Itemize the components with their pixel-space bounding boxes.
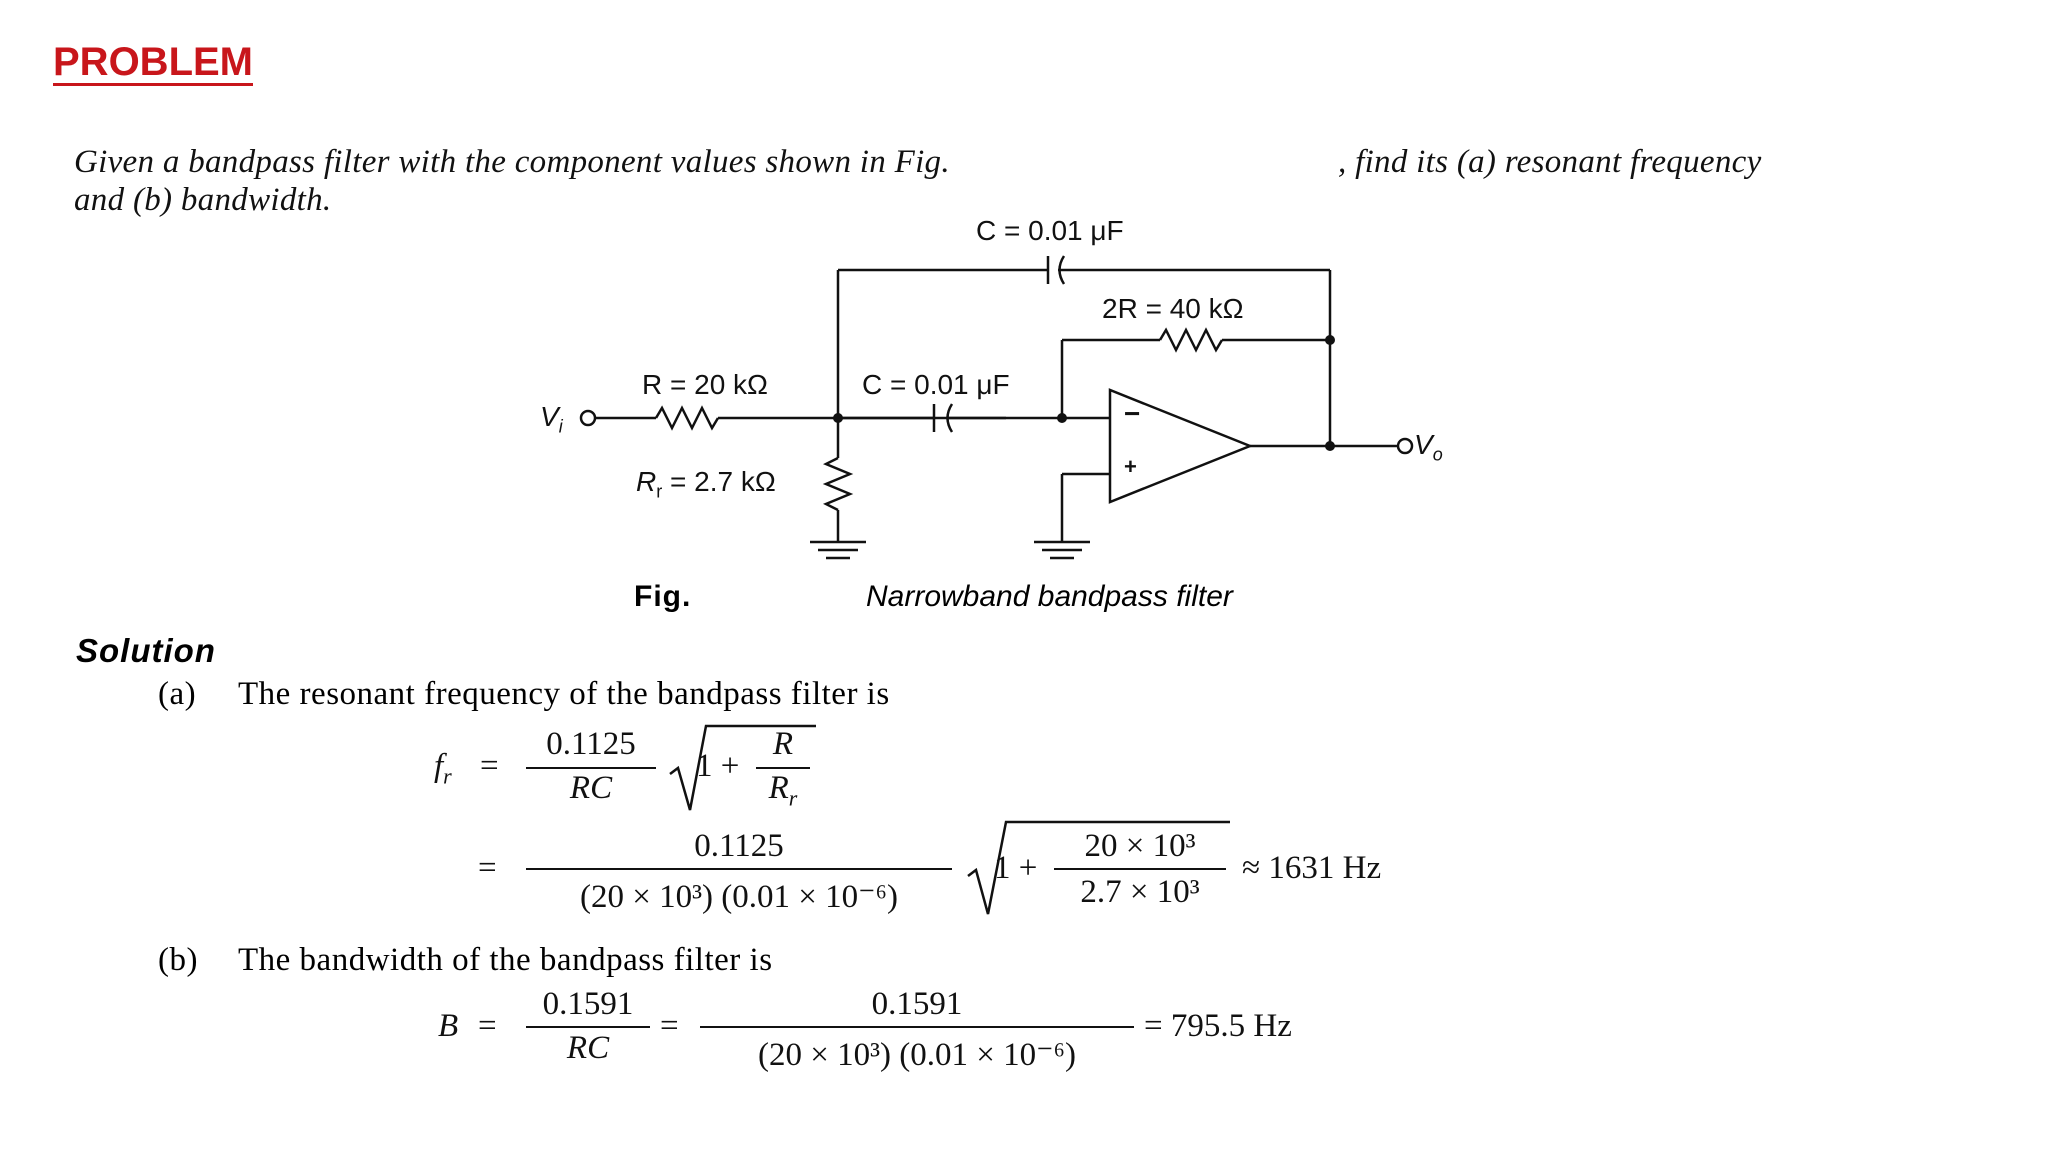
junction-dot [833, 413, 843, 423]
eq-a2-one-plus: 1 + [994, 850, 1038, 886]
eq-b-den1: RC [566, 1030, 610, 1066]
eq-a-denominator: RC [569, 770, 613, 806]
eq-a-result: ≈ 1631 Hz [1242, 850, 1382, 886]
eq-a-fraction-bar [526, 767, 656, 769]
eq-b-bar1 [526, 1026, 650, 1028]
resistor-rr [822, 456, 854, 512]
solution-heading: Solution [76, 632, 216, 669]
eq-b-num2: 0.1591 [871, 986, 963, 1022]
part-b-text: The bandwidth of the bandpass filter is [238, 942, 773, 978]
eq-a2-sqrt-bar [1054, 868, 1226, 870]
slide-title: PROBLEM [53, 40, 253, 84]
junction-dot [1325, 441, 1335, 451]
eq-a2-denominator: (20 × 10³) (0.01 × 10⁻⁶) [580, 879, 898, 915]
eq-b-lhs: B [438, 1008, 459, 1044]
part-b-marker: (b) [158, 942, 198, 978]
eq-a2-numerator: 0.1125 [694, 828, 784, 864]
eq-b-den2: (20 × 10³) (0.01 × 10⁻⁶) [758, 1037, 1076, 1073]
c-top-label: C = 0.01 μF [976, 215, 1124, 246]
opamp-minus-label: − [1124, 398, 1141, 429]
eq-a-lhs: fr [434, 748, 452, 789]
eq-a2-sqrt-num: 20 × 10³ [1084, 828, 1196, 864]
part-a-marker: (a) [158, 676, 197, 712]
rr-label: Rr = 2.7 kΩ [636, 466, 776, 502]
resistor-r [654, 405, 720, 431]
part-a-text: The resonant frequency of the bandpass f… [238, 676, 890, 712]
eq-a-numerator: 0.1125 [546, 726, 636, 762]
eq-a2-sqrt-den: 2.7 × 10³ [1080, 874, 1200, 910]
sqrt-sign [967, 820, 1230, 915]
eq-b-equals2: = [660, 1008, 679, 1044]
problem-statement-line2: and (b) bandwidth. [74, 182, 332, 218]
eq-a2-equals: = [478, 850, 497, 886]
eq-b-bar2 [700, 1026, 1134, 1028]
r2-label: 2R = 40 kΩ [1102, 293, 1244, 324]
opamp-plus-label: + [1124, 454, 1137, 479]
junction-dot [1325, 335, 1335, 345]
figure-label: Fig. [634, 580, 692, 613]
eq-b-equals: = [478, 1008, 497, 1044]
eq-b-result: = 795.5 Hz [1144, 1008, 1292, 1044]
c-mid-label: C = 0.01 μF [862, 369, 1010, 400]
figure-caption: Narrowband bandpass filter [866, 580, 1233, 613]
eq-a-one-plus: 1 + [696, 748, 740, 784]
op-amp [1108, 388, 1254, 504]
vi-label: Vi [540, 401, 563, 437]
vo-label: Vo [1414, 429, 1443, 465]
eq-b-num1: 0.1591 [542, 986, 634, 1022]
sqrt-sign [669, 724, 816, 811]
r-label: R = 20 kΩ [642, 369, 768, 400]
eq-a-sqrt-bar [756, 767, 810, 769]
junction-dot [1057, 413, 1067, 423]
eq-a-equals: = [480, 748, 499, 784]
problem-statement-line1a: Given a bandpass filter with the compone… [74, 144, 950, 180]
vo-terminal [1396, 437, 1414, 455]
resistor-2r [1158, 327, 1224, 353]
eq-a-sqrt-den: Rr [768, 770, 798, 811]
vi-terminal [579, 409, 597, 427]
problem-statement-line1b: , find its (a) resonant frequency [1338, 144, 1762, 180]
eq-a-sqrt-num: R [772, 726, 794, 762]
eq-a2-fraction-bar [526, 868, 952, 870]
